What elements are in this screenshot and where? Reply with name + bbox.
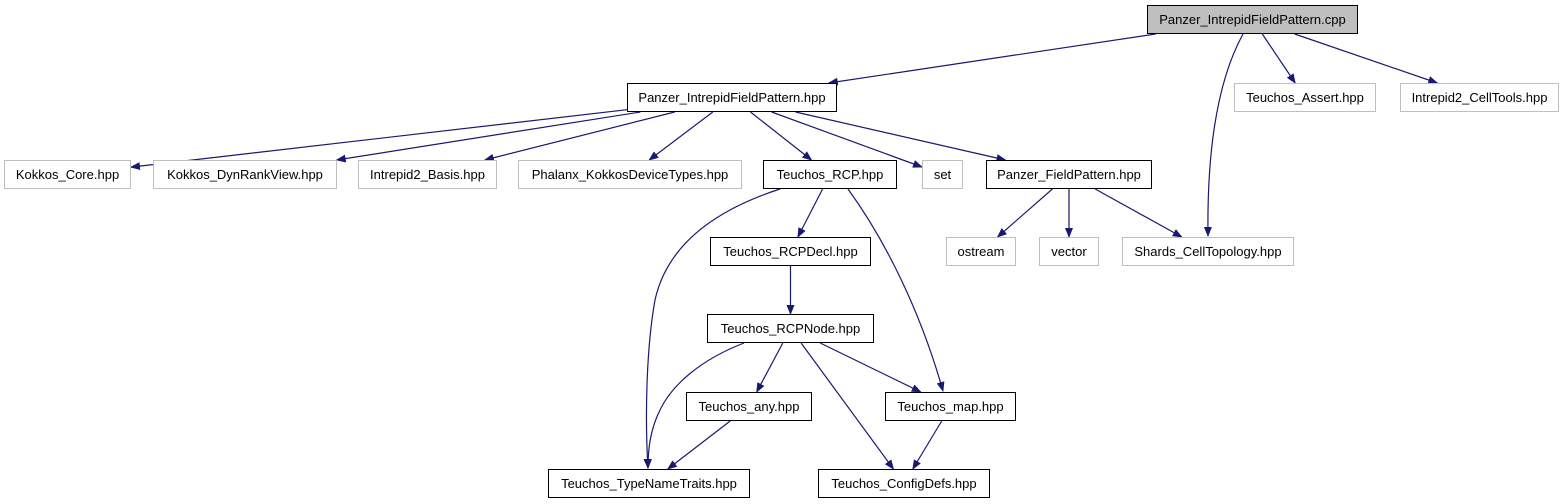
edge-pifp-to-rcp [750,111,813,161]
edge-pifp-to-basis [483,111,675,162]
node-teuchos-rcpnode-hpp[interactable]: Teuchos_RCPNode.hpp [707,314,874,343]
node-ostream: ostream [946,237,1016,266]
edge-rcpnode-to-typename [644,342,745,469]
node-teuchos-assert-hpp: Teuchos_Assert.hpp [1234,83,1376,112]
edge-rcp-to-typename [643,188,781,469]
node-panzer-fieldpattern-hpp[interactable]: Panzer_FieldPattern.hpp [986,160,1152,189]
edge-root-to-assert [1261,33,1296,84]
edge-rcpnode-to-configdefs [800,342,894,470]
edge-rcpnode-to-any [756,342,784,393]
edge-pifp-to-fieldpattern [795,111,1007,162]
node-teuchos-rcpdecl-hpp[interactable]: Teuchos_RCPDecl.hpp [710,237,871,266]
node-set: set [922,160,963,189]
node-kokkos-dynrankview-hpp: Kokkos_DynRankView.hpp [153,160,337,189]
node-teuchos-typenametraits-hpp[interactable]: Teuchos_TypeNameTraits.hpp [548,469,750,498]
node-intrepid2-celltools-hpp: Intrepid2_CellTools.hpp [1400,83,1559,112]
node-shards-celltopology-hpp: Shards_CellTopology.hpp [1122,237,1294,266]
edge-fieldpattern-to-ostream [996,188,1053,238]
edge-root-to-celltools [1294,33,1439,84]
edge-rcp-to-map [847,188,945,392]
node-intrepid2-basis-hpp: Intrepid2_Basis.hpp [358,160,497,189]
node-teuchos-any-hpp[interactable]: Teuchos_any.hpp [686,392,812,421]
node-vector: vector [1039,237,1099,266]
edge-pifp-to-kdyn [335,111,641,163]
edge-pifp-to-phalanx [648,111,714,161]
edge-fieldpattern-to-shards [1094,188,1183,238]
edge-layer [130,33,1439,470]
edge-any-to-typename [667,420,731,470]
node-teuchos-map-hpp[interactable]: Teuchos_map.hpp [885,392,1016,421]
node-teuchos-rcp-hpp[interactable]: Teuchos_RCP.hpp [763,160,897,189]
edge-root-to-pifp [827,33,1156,86]
node-kokkos-core-hpp: Kokkos_Core.hpp [4,160,131,189]
edge-rcp-to-rcpdecl [797,188,824,238]
edge-map-to-configdefs [912,420,943,470]
edge-pifp-to-set [771,111,923,168]
edge-root-to-shards [1203,33,1244,237]
node-teuchos-configdefs-hpp[interactable]: Teuchos_ConfigDefs.hpp [818,469,990,498]
node-phalanx-kokkosdevicetypes-hpp: Phalanx_KokkosDeviceTypes.hpp [518,160,742,189]
edge-rcpnode-to-map [819,342,922,393]
node-panzer-intrepidfieldpattern-cpp: Panzer_IntrepidFieldPattern.cpp [1147,5,1358,34]
node-panzer-intrepidfieldpattern-hpp[interactable]: Panzer_IntrepidFieldPattern.hpp [627,83,837,112]
edge-pifp-to-kcore [130,109,628,171]
